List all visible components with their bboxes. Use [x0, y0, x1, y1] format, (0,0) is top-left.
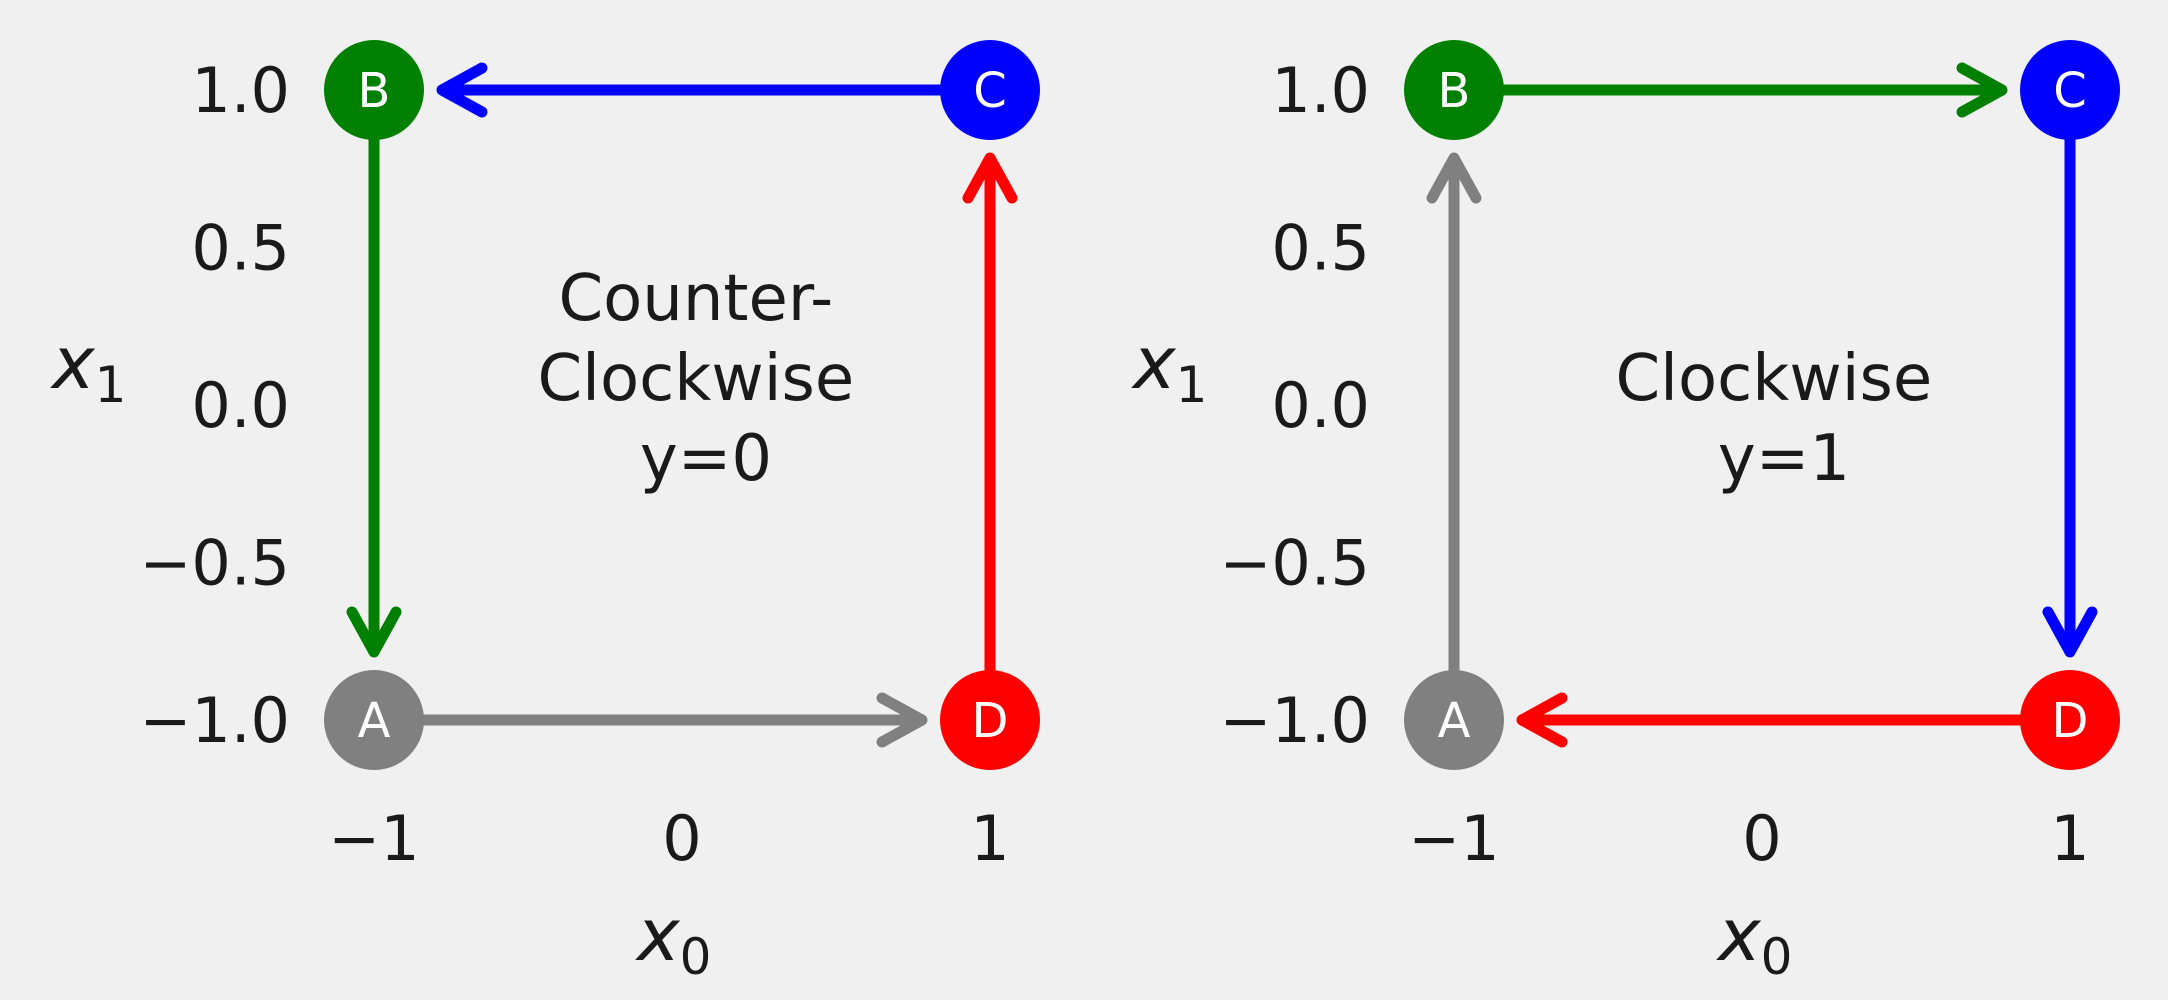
caption: Counter- Clockwise y=0 [537, 262, 874, 496]
x-tick-label: 0 [1742, 802, 1781, 875]
node-label: A [1438, 693, 1471, 749]
x-tick-label: −1 [1408, 802, 1499, 875]
node-b: B [324, 40, 424, 140]
x-tick-label: 0 [662, 802, 701, 875]
node-circle [1404, 40, 1504, 140]
caption-line-1: Clockwise [1615, 342, 1932, 416]
arrow-d-to-c [962, 152, 1018, 676]
y-tick-label: 0.0 [1271, 369, 1370, 442]
arrow-head [1516, 692, 1568, 748]
node-a: A [1404, 670, 1504, 770]
arrow-a-to-b [1426, 152, 1482, 676]
caption-line-2: y=1 [1718, 422, 1850, 496]
arrow-head [346, 606, 402, 658]
y-tick-label: −1.0 [1219, 684, 1370, 757]
nodes: A B C D [1404, 40, 2120, 770]
node-c: C [2020, 40, 2120, 140]
y-tick-labels: 1.0 0.5 0.0 −0.5 −1.0 [1219, 54, 1370, 757]
y-tick-label: −0.5 [139, 527, 290, 600]
x-tick-label: −1 [328, 802, 419, 875]
node-d: D [940, 670, 1040, 770]
y-axis-label: x1 [50, 321, 126, 414]
node-label: B [1438, 63, 1471, 119]
node-label: B [358, 63, 391, 119]
arrow-head [1956, 62, 2008, 118]
x-tick-labels: −1 0 1 [1408, 802, 2089, 875]
nodes: A B C D [324, 40, 1040, 770]
arrow-a-to-d [418, 692, 928, 748]
arrow-head [1426, 152, 1482, 204]
y-tick-label: 0.0 [191, 369, 290, 442]
node-label: C [2053, 63, 2087, 119]
node-d: D [2020, 670, 2120, 770]
panel-counter-clockwise: A B C D 1.0 0.5 0.0 −0.5 −1.0 −1 0 1 x1 x0 Counte… [50, 40, 1040, 986]
x-tick-labels: −1 0 1 [328, 802, 1009, 875]
node-circle [1404, 670, 1504, 770]
y-tick-labels: 1.0 0.5 0.0 −0.5 −1.0 [139, 54, 290, 757]
arrow-c-to-d [2042, 134, 2098, 658]
y-tick-label: 1.0 [1271, 54, 1370, 127]
arrow-head [962, 152, 1018, 204]
arrow-head [876, 692, 928, 748]
y-tick-label: −0.5 [1219, 527, 1370, 600]
caption-line-3: y=0 [640, 422, 772, 496]
arrow-b-to-c [1498, 62, 2008, 118]
node-b: B [1404, 40, 1504, 140]
panel-clockwise: A B C D 1.0 0.5 0.0 −0.5 −1.0 −1 0 1 x1 x0 Clockw… [1131, 40, 2120, 986]
caption-line-1: Counter- [558, 262, 833, 336]
caption-line-2: Clockwise [537, 342, 854, 416]
y-tick-label: 1.0 [191, 54, 290, 127]
node-label: C [973, 63, 1007, 119]
node-label: D [2052, 693, 2089, 749]
x-tick-label: 1 [2050, 802, 2089, 875]
caption: Clockwise y=1 [1615, 342, 1952, 496]
node-circle [324, 40, 424, 140]
node-circle [324, 670, 424, 770]
node-label: A [358, 693, 391, 749]
arrow-b-to-a [346, 134, 402, 658]
arrow-head [2042, 606, 2098, 658]
node-circle [2020, 670, 2120, 770]
edges [1426, 62, 2098, 748]
node-circle [940, 670, 1040, 770]
x-axis-label: x0 [1716, 893, 1792, 986]
arrow-c-to-b [436, 62, 946, 118]
edges [346, 62, 1018, 748]
arrow-head [436, 62, 488, 118]
node-c: C [940, 40, 1040, 140]
y-tick-label: −1.0 [139, 684, 290, 757]
arrow-d-to-a [1516, 692, 2026, 748]
x-axis-label: x0 [635, 893, 711, 986]
node-label: D [972, 693, 1009, 749]
node-circle [2020, 40, 2120, 140]
node-circle [940, 40, 1040, 140]
node-a: A [324, 670, 424, 770]
y-tick-label: 0.5 [1271, 212, 1370, 285]
x-tick-label: 1 [970, 802, 1009, 875]
y-axis-label: x1 [1131, 321, 1207, 414]
y-tick-label: 0.5 [191, 212, 290, 285]
